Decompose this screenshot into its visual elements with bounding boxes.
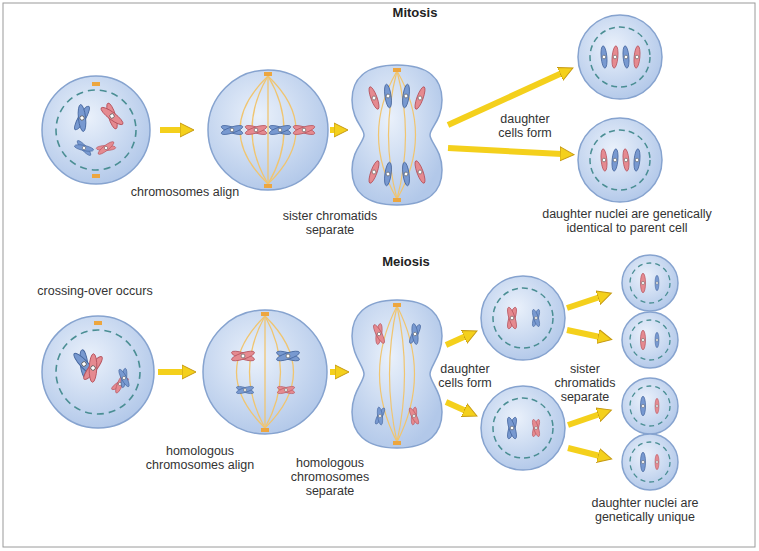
section-heading: Meiosis xyxy=(382,255,430,269)
step-label: sister chromatids separate xyxy=(552,362,618,404)
step-label: homologous chromosomes align xyxy=(144,444,256,472)
step-label: sister chromatids separate xyxy=(280,209,380,237)
dividing-cell xyxy=(352,300,442,448)
step-label: daughter nuclei are genetically unique xyxy=(585,496,705,524)
section-heading: Mitosis xyxy=(393,6,438,20)
step-label: chromosomes align xyxy=(131,185,239,199)
dividing-cell xyxy=(352,65,442,205)
cell xyxy=(208,70,328,190)
step-label: crossing-over occurs xyxy=(37,284,152,298)
cell xyxy=(42,316,154,428)
step-label: homologous chromosomes separate xyxy=(268,456,393,498)
daughter-cell xyxy=(578,118,662,202)
daughter-cell xyxy=(622,378,678,434)
step-label: daughter cells form xyxy=(434,362,496,390)
daughter-cell xyxy=(622,434,678,490)
daughter-cell xyxy=(481,386,565,470)
cell xyxy=(203,310,327,434)
daughter-cell xyxy=(578,15,662,99)
daughter-cell xyxy=(481,276,565,360)
step-label: daughter cells form xyxy=(494,112,556,140)
daughter-cell xyxy=(622,255,678,311)
step-label: daughter nuclei are genetically identica… xyxy=(537,207,717,235)
cell xyxy=(42,76,150,184)
frame xyxy=(3,3,755,547)
daughter-cell xyxy=(622,312,678,368)
